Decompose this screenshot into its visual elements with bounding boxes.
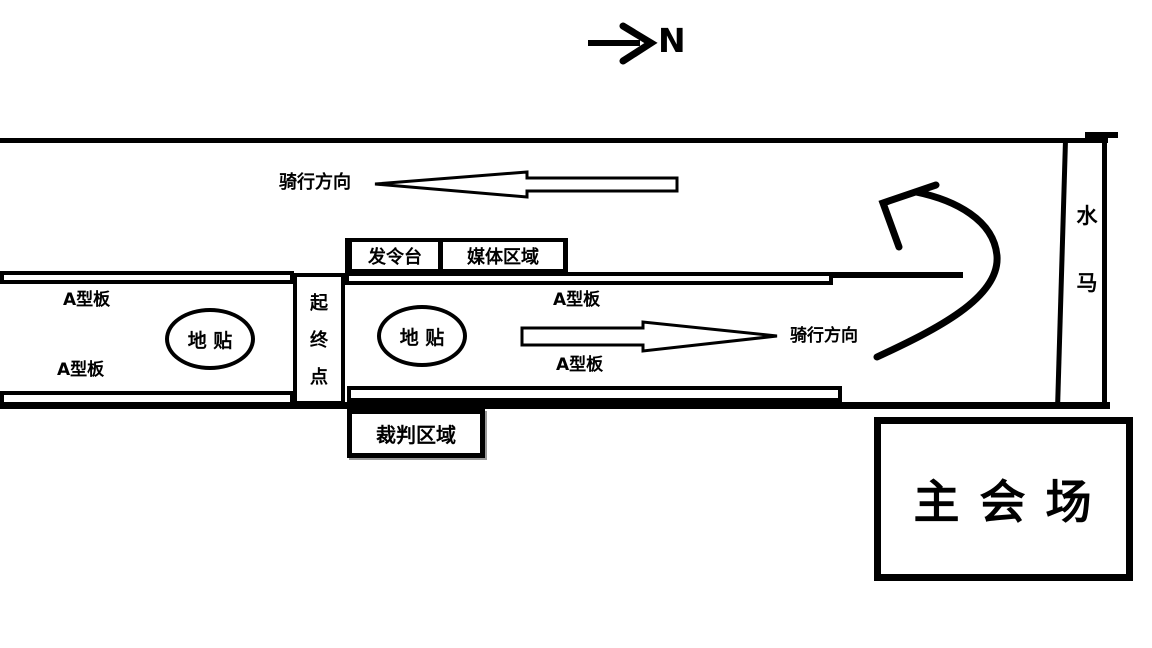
road-bottom-edge-line (0, 402, 1110, 409)
water-barrier-label-char2: 马 (1076, 271, 1098, 295)
right-lane-top-barrier-bar (345, 272, 833, 285)
stage-strip: 发令台 媒体区域 (345, 238, 568, 273)
referee-area-box: 裁判区域 (347, 409, 485, 458)
compass-north-label: N (658, 21, 686, 60)
lane-divider-extension-line (833, 272, 963, 278)
riding-direction-arrow-west-icon (374, 170, 679, 199)
north-arrow-icon (588, 22, 658, 65)
riding-direction-arrow-east-icon (520, 320, 778, 353)
road-top-right-tick (1085, 132, 1118, 138)
riding-direction-label-top: 骑行方向 (279, 172, 351, 193)
a-board-label-right-top: A型板 (553, 290, 601, 310)
u-turn-arrow-icon (873, 181, 1001, 361)
main-venue-box: 主 会 场 (874, 417, 1133, 581)
left-lane-top-barrier-bar (0, 271, 294, 284)
starting-platform-zone: 发令台 (352, 242, 438, 269)
riding-direction-label-right: 骑行方向 (790, 326, 858, 346)
media-area-zone: 媒体区域 (443, 242, 563, 269)
start-finish-char1: 起 (310, 293, 328, 314)
a-board-label-left-bottom: A型板 (57, 360, 105, 380)
start-finish-box: 起 终 点 (293, 273, 345, 405)
a-board-label-left-top: A型板 (63, 290, 111, 310)
right-lane-bottom-barrier-bar (347, 386, 842, 402)
road-top-edge-line (0, 138, 1108, 143)
water-barrier-label-char1: 水 (1076, 204, 1098, 228)
a-board-label-right-bottom: A型板 (556, 355, 604, 375)
floor-sticker-ellipse-right: 地 贴 (377, 305, 467, 367)
start-finish-char3: 点 (310, 367, 328, 388)
left-lane-bottom-barrier-bar (0, 391, 294, 406)
floor-sticker-ellipse-left: 地 贴 (165, 308, 255, 370)
water-barrier-right-line (1102, 132, 1107, 408)
start-finish-char2: 终 (310, 330, 328, 351)
